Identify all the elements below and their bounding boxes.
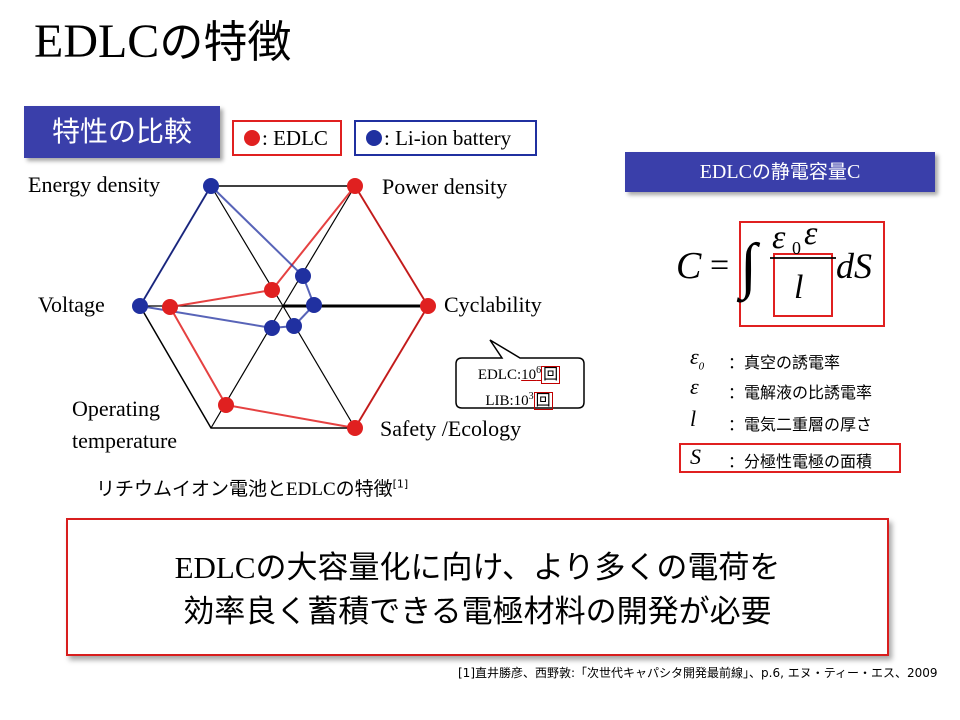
formula-eps0: ε <box>772 219 786 256</box>
def-text-electrode-area: ：分極性電極の面積 <box>728 452 873 471</box>
title-latin: EDLC <box>34 15 160 68</box>
callout-edlc-unit: 回 <box>541 366 561 384</box>
callout-edlc-base: 10 <box>521 367 537 383</box>
formula-denominator-box <box>773 253 833 317</box>
caption-jp2: の特徴 <box>335 478 393 500</box>
def-symbol-s: S <box>690 444 701 469</box>
def-symbol-l: l <box>690 406 697 431</box>
formula-lhs: C <box>676 245 702 287</box>
def-area-highlight <box>679 443 901 473</box>
radar-spoke-power <box>282 185 356 307</box>
li-ion-point-operating <box>264 320 280 336</box>
edlc-point-operating <box>218 397 234 413</box>
callout-lib-unit: 回 <box>533 392 553 410</box>
edlc-dot-icon <box>244 130 260 146</box>
cap-badge-latin: EDLC <box>699 161 752 183</box>
formula-denominator: l <box>794 269 803 306</box>
def-symbol-eps: ε <box>690 374 699 399</box>
axis-label-safety: Safety /Ecology <box>380 416 522 441</box>
conclusion-line-1-jp: の大容量化に向け、より多くの電荷を <box>255 550 781 586</box>
def-text-double-layer: ：電気二重層の厚さ <box>728 415 873 434</box>
formula-integral: ∫ <box>736 232 761 303</box>
radar-caption: リチウムイオン電池とEDLCの特徴[1] <box>96 474 408 501</box>
legend-li-ion-label: : Li-ion battery <box>384 125 512 150</box>
formula-eps0-sub: 0 <box>792 238 801 258</box>
title-jp: の特徴 <box>159 17 292 68</box>
legend-li-ion: : Li-ion battery <box>354 120 537 156</box>
li-ion-point-power <box>295 268 311 284</box>
slide-title: EDLCの特徴 <box>34 14 291 71</box>
capacitance-badge: EDLCの静電容量C <box>625 152 935 192</box>
comparison-badge: 特性の比較 <box>24 106 220 158</box>
axis-label-operating-2: temperature <box>72 428 178 453</box>
callout-edlc-prefix: EDLC: <box>477 367 522 383</box>
edlc-point-energy <box>264 282 280 298</box>
axis-label-operating-1: Operating <box>72 396 160 421</box>
def-symbol-eps0-sub: 0 <box>698 360 705 373</box>
callout-edlc-exp: 6 <box>536 365 542 376</box>
edlc-point-safety <box>347 420 363 436</box>
def-text-electrolyte: ：電解液の比誘電率 <box>728 383 873 402</box>
conclusion-line-2: 効率良く蓄積できる電極材料の開発が必要 <box>183 594 772 630</box>
cap-badge-jp: の静電容量 <box>751 161 847 183</box>
conclusion-latin: EDLC <box>174 550 256 585</box>
cap-badge-c: C <box>846 161 861 183</box>
callout-bubble <box>455 339 585 409</box>
callout-edlc-value: 106 <box>521 365 542 383</box>
li-ion-point-safety <box>286 318 302 334</box>
def-text-vacuum: ：真空の誘電率 <box>728 353 841 372</box>
conclusion-line-1: EDLCの大容量化に向け、より多くの電荷を <box>68 546 887 590</box>
caption-ref: [1] <box>392 477 409 491</box>
axis-label-cycle: Cyclability <box>444 292 542 317</box>
legend-edlc-label: : EDLC <box>262 125 328 150</box>
caption-jp1: リチウムイオン電池と <box>96 478 287 500</box>
formula-outer-box <box>739 221 885 327</box>
li-ion-dot-icon <box>366 130 382 146</box>
edlc-point-power <box>347 178 363 194</box>
axis-label-voltage: Voltage <box>38 292 105 317</box>
formula-equals: = <box>710 247 729 284</box>
formula-eps: ε <box>804 215 818 252</box>
li-ion-point-voltage <box>132 298 148 314</box>
reference-citation: [1]直井勝彦、西野敦:「次世代キャパシタ開発最前線」、p.6, エヌ・ティー・… <box>458 666 938 680</box>
edlc-point-cycle <box>420 298 436 314</box>
edlc-point-voltage <box>162 299 178 315</box>
def-symbol-eps0: ε0 <box>690 344 705 373</box>
axis-label-power: Power density <box>382 174 508 199</box>
callout-lib-prefix: LIB:10 <box>485 393 529 409</box>
caption-latin: EDLC <box>286 479 336 500</box>
legend-edlc: : EDLC <box>232 120 342 156</box>
axis-label-energy: Energy density <box>28 172 161 197</box>
callout-lib-exp: 3 <box>528 391 534 402</box>
li-ion-point-cycle <box>306 297 322 313</box>
formula-ds: dS <box>836 246 872 286</box>
li-ion-point-energy <box>203 178 219 194</box>
conclusion-box: EDLCの大容量化に向け、より多くの電荷を 効率良く蓄積できる電極材料の開発が必… <box>66 518 889 656</box>
